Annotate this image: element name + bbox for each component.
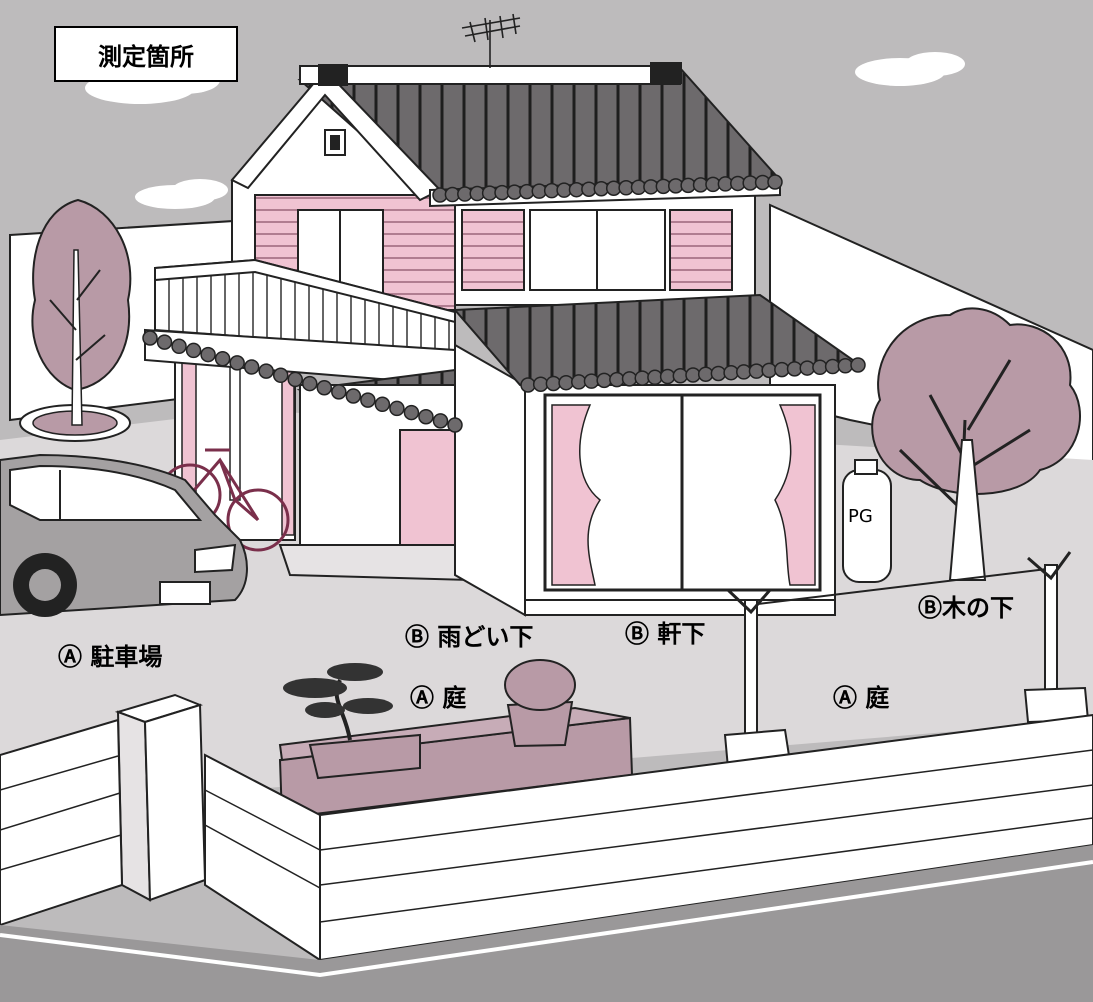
roof-tile [389, 400, 405, 417]
roof-tile [403, 404, 420, 421]
roof-tiles-main [432, 174, 783, 203]
roof-tile [558, 374, 574, 391]
gas-tank [842, 459, 892, 583]
roof-tile [647, 369, 663, 386]
roof-tile [621, 371, 638, 387]
roof-tile [723, 364, 739, 381]
roof-tile [767, 174, 783, 190]
roof-tile [583, 373, 600, 389]
roof-tile [345, 388, 362, 404]
roof-tile [316, 379, 333, 396]
roof-tile [837, 358, 854, 374]
roof-tile [545, 375, 562, 392]
roof-tile [736, 364, 752, 380]
gas-tank-label: PG [848, 506, 873, 527]
roof-tile [331, 384, 347, 400]
roof-tiles-front [520, 357, 866, 393]
right-tree [871, 307, 1081, 581]
label-eaves: Ⓑ 軒下 [625, 620, 706, 648]
label-parking: Ⓐ 駐車場 [58, 643, 163, 671]
roof-tile [799, 360, 815, 376]
label-garden-right: Ⓐ 庭 [833, 684, 890, 712]
label-gutter: Ⓑ 雨どい下 [405, 623, 534, 651]
roof-tile [272, 367, 289, 384]
roof-tile [774, 361, 790, 378]
roof-tile [418, 408, 434, 425]
roof-tile [258, 363, 274, 379]
roof-tile [850, 357, 866, 373]
roof-tile [697, 366, 714, 382]
roof-tile [596, 372, 612, 389]
block-wall [0, 713, 1093, 962]
label-under-tree: Ⓑ木の下 [918, 594, 1014, 622]
roof-tile [243, 359, 260, 375]
roof-tile [672, 368, 689, 384]
roof-tile [659, 368, 676, 385]
roof-tile [229, 355, 245, 371]
roof-tile [786, 361, 803, 377]
roof-tile [374, 396, 391, 413]
label-garden-left: Ⓐ 庭 [410, 684, 467, 712]
antenna [461, 13, 521, 68]
roof-tile [520, 377, 536, 393]
left-tree [19, 198, 132, 442]
diagram-title: 測定箇所 [54, 26, 238, 82]
roof-tile [142, 330, 158, 346]
roof-tile [185, 342, 202, 359]
road-curb [0, 860, 1093, 978]
roof-tile [571, 374, 587, 390]
roof-tile [171, 338, 187, 355]
gate-pillar [114, 693, 207, 902]
roof-tile [302, 375, 318, 392]
roof-tile [532, 376, 549, 392]
roof-tile [156, 334, 173, 350]
roof-tile [824, 358, 841, 375]
roof-tile [447, 417, 463, 433]
roof-tile [287, 371, 303, 388]
roof-tile [812, 359, 828, 376]
roof-tile [710, 365, 727, 382]
car [0, 453, 248, 617]
roof-tiles-balcony [142, 330, 463, 433]
roof-tile [761, 362, 777, 379]
roof-tile [685, 367, 701, 383]
roof-tile [609, 371, 625, 388]
front-room [454, 343, 836, 617]
roof-tile [214, 350, 231, 367]
road [0, 845, 1093, 1002]
roof-tile [634, 370, 650, 386]
roof-tile [200, 346, 216, 363]
roof-tile [748, 363, 765, 379]
roof-tile [360, 392, 376, 408]
roof-tile [432, 413, 449, 429]
